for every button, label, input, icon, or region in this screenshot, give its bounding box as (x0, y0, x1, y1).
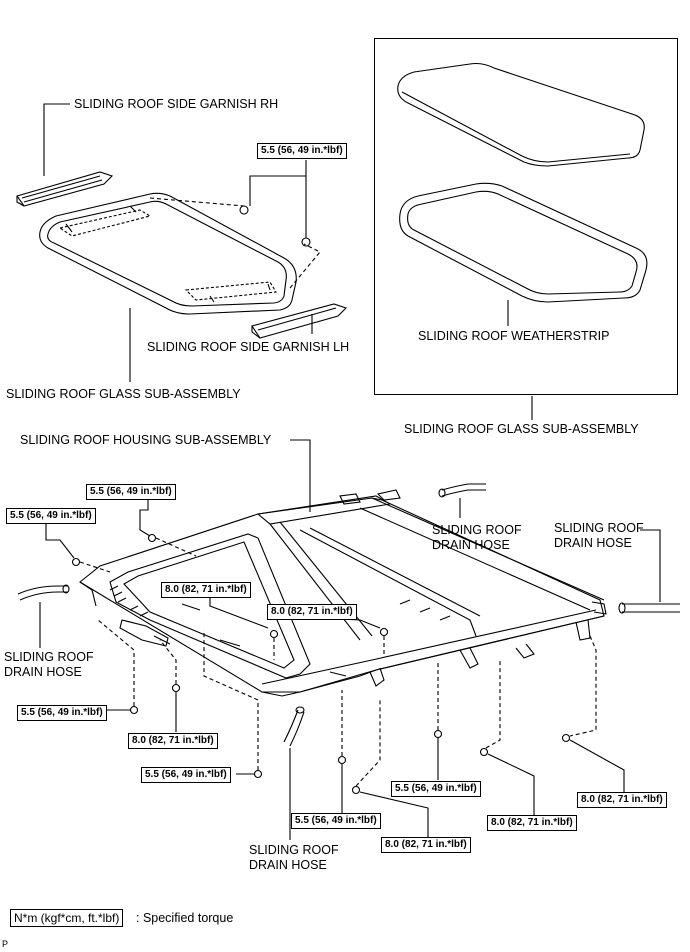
glass-sub-assembly-part (39, 192, 297, 315)
side-garnish-rh-part (16, 171, 114, 207)
label-line: DRAIN HOSE (249, 858, 327, 872)
label-drain-hose-top-right: SLIDING ROOF DRAIN HOSE (554, 521, 644, 551)
glass-sub-assembly-inset-frame (374, 38, 678, 395)
housing-sub-assembly-part (79, 489, 607, 697)
label-drain-hose-left: SLIDING ROOF DRAIN HOSE (4, 650, 94, 680)
label-housing-sub-assembly: SLIDING ROOF HOUSING SUB-ASSEMBLY (20, 433, 272, 447)
label-line: DRAIN HOSE (554, 536, 632, 550)
page-code: P (2, 939, 9, 949)
inset-weatherstrip-part (399, 182, 648, 303)
torque-callout-housing-top: 5.5 (56, 49 in.*lbf) (86, 484, 176, 500)
torque-callout-right-nut: 5.5 (56, 49 in.*lbf) (391, 781, 481, 797)
torque-callout-inner-right: 8.0 (82, 71 in.*lbf) (267, 604, 357, 620)
label-line: SLIDING ROOF (432, 523, 522, 537)
label-line: DRAIN HOSE (432, 538, 510, 552)
label-glass-sub-assembly-inset: SLIDING ROOF GLASS SUB-ASSEMBLY (404, 422, 639, 436)
torque-callout-inner-left: 8.0 (82, 71 in.*lbf) (161, 582, 251, 598)
side-garnish-lh-part (251, 303, 348, 339)
label-side-garnish-rh: SLIDING ROOF SIDE GARNISH RH (74, 97, 279, 111)
torque-callout-front-mid: 5.5 (56, 49 in.*lbf) (291, 813, 381, 829)
inset-glass-part (397, 62, 645, 167)
torque-callout-housing-left: 5.5 (56, 49 in.*lbf) (6, 508, 96, 524)
label-line: SLIDING ROOF (554, 521, 644, 535)
label-drain-hose-top-center: SLIDING ROOF DRAIN HOSE (432, 523, 522, 553)
legend-unit-box: N*m (kgf*cm, ft.*lbf) (10, 909, 124, 927)
legend-description: : Specified torque (136, 911, 234, 925)
label-drain-hose-bottom: SLIDING ROOF DRAIN HOSE (249, 843, 339, 873)
drain-hose-parts (17, 483, 680, 747)
label-line: DRAIN HOSE (4, 665, 82, 679)
label-line: SLIDING ROOF (249, 843, 339, 857)
torque-callout-front-center: 5.5 (56, 49 in.*lbf) (141, 767, 231, 783)
torque-callout-front-left-bolt: 8.0 (82, 71 in.*lbf) (128, 733, 218, 749)
torque-callout-front-left: 5.5 (56, 49 in.*lbf) (17, 705, 107, 721)
label-side-garnish-lh: SLIDING ROOF SIDE GARNISH LH (147, 340, 350, 354)
torque-callout-front-mid-bolt: 8.0 (82, 71 in.*lbf) (381, 837, 471, 853)
label-glass-sub-assembly: SLIDING ROOF GLASS SUB-ASSEMBLY (6, 387, 241, 401)
label-weatherstrip: SLIDING ROOF WEATHERSTRIP (418, 329, 610, 343)
torque-callout-far-right-bolt: 8.0 (82, 71 in.*lbf) (577, 792, 667, 808)
label-line: SLIDING ROOF (4, 650, 94, 664)
torque-callout-right-bolt: 8.0 (82, 71 in.*lbf) (487, 815, 577, 831)
torque-callout-glass: 5.5 (56, 49 in.*lbf) (257, 143, 347, 159)
